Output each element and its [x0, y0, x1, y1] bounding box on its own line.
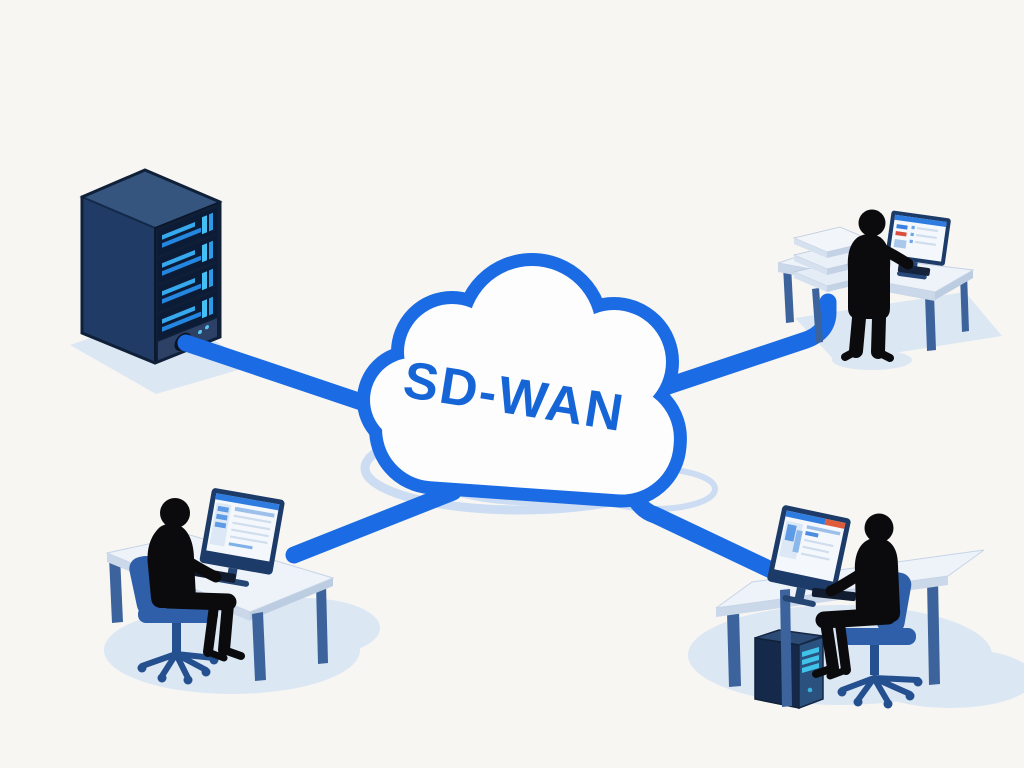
- foot: [812, 664, 837, 678]
- torso: [854, 537, 901, 622]
- monitor-stand: [794, 587, 806, 600]
- seated-user-silhouette: [147, 498, 245, 662]
- workstation-top-right: [777, 209, 975, 362]
- desk-leg: [927, 578, 940, 685]
- workstation-bottom-left: [105, 488, 335, 685]
- shin: [218, 598, 234, 656]
- head: [858, 209, 886, 237]
- desk-leg: [252, 612, 266, 681]
- chair-seat: [138, 606, 218, 623]
- chair-base: [139, 651, 217, 681]
- shin: [820, 616, 839, 674]
- foot: [841, 347, 860, 361]
- foot: [874, 348, 894, 362]
- leg: [849, 311, 866, 358]
- foot: [826, 666, 850, 680]
- arm: [176, 552, 222, 583]
- desk-leg: [925, 294, 936, 351]
- shin: [835, 619, 851, 675]
- desk-side-edge: [935, 270, 973, 300]
- torso: [147, 523, 196, 608]
- shin: [203, 601, 219, 657]
- desk-side-edge: [250, 578, 333, 620]
- server-unit: [158, 235, 217, 284]
- standing-user-silhouette: [841, 209, 914, 362]
- link-cloud-to-top-right: [641, 293, 837, 401]
- server-unit: [158, 263, 217, 312]
- desk-leg: [109, 556, 123, 623]
- server-unit: [158, 207, 217, 256]
- desk-leg: [780, 589, 792, 707]
- torso: [847, 234, 891, 319]
- head: [864, 513, 894, 543]
- tower-front: [754, 637, 800, 709]
- server-led: [205, 325, 209, 330]
- top-right-desk-shadow: [795, 292, 1002, 362]
- seated-user-silhouette: [812, 513, 901, 680]
- bottom-left-shadow-2: [230, 598, 380, 658]
- server-rack-icon: [79, 168, 223, 365]
- monitor-base: [897, 270, 927, 280]
- chair-column: [870, 645, 879, 675]
- foot: [220, 646, 245, 660]
- desk-leg: [960, 273, 969, 332]
- thigh: [159, 591, 237, 611]
- monitor-icon: [885, 210, 951, 280]
- sd-wan-cloud: SD-WAN: [370, 266, 677, 498]
- chair-seat: [838, 628, 916, 645]
- foot: [204, 648, 228, 662]
- server-outline: [80, 168, 222, 365]
- head: [160, 498, 190, 528]
- desk-leg: [316, 583, 328, 664]
- server-led: [198, 329, 202, 335]
- monitor-icon: [767, 505, 851, 607]
- workstation-bottom-right: [715, 505, 985, 710]
- power-led: [807, 687, 813, 693]
- desk-leg: [812, 288, 823, 343]
- leg: [871, 311, 886, 359]
- server-unit: [158, 291, 217, 340]
- chair-column: [172, 623, 181, 653]
- desk-leg: [727, 610, 741, 687]
- arm: [825, 566, 870, 597]
- thigh: [815, 607, 897, 629]
- chair-base: [839, 675, 921, 705]
- arm: [878, 244, 914, 270]
- monitor-base: [782, 595, 816, 607]
- desk-leg: [783, 265, 794, 323]
